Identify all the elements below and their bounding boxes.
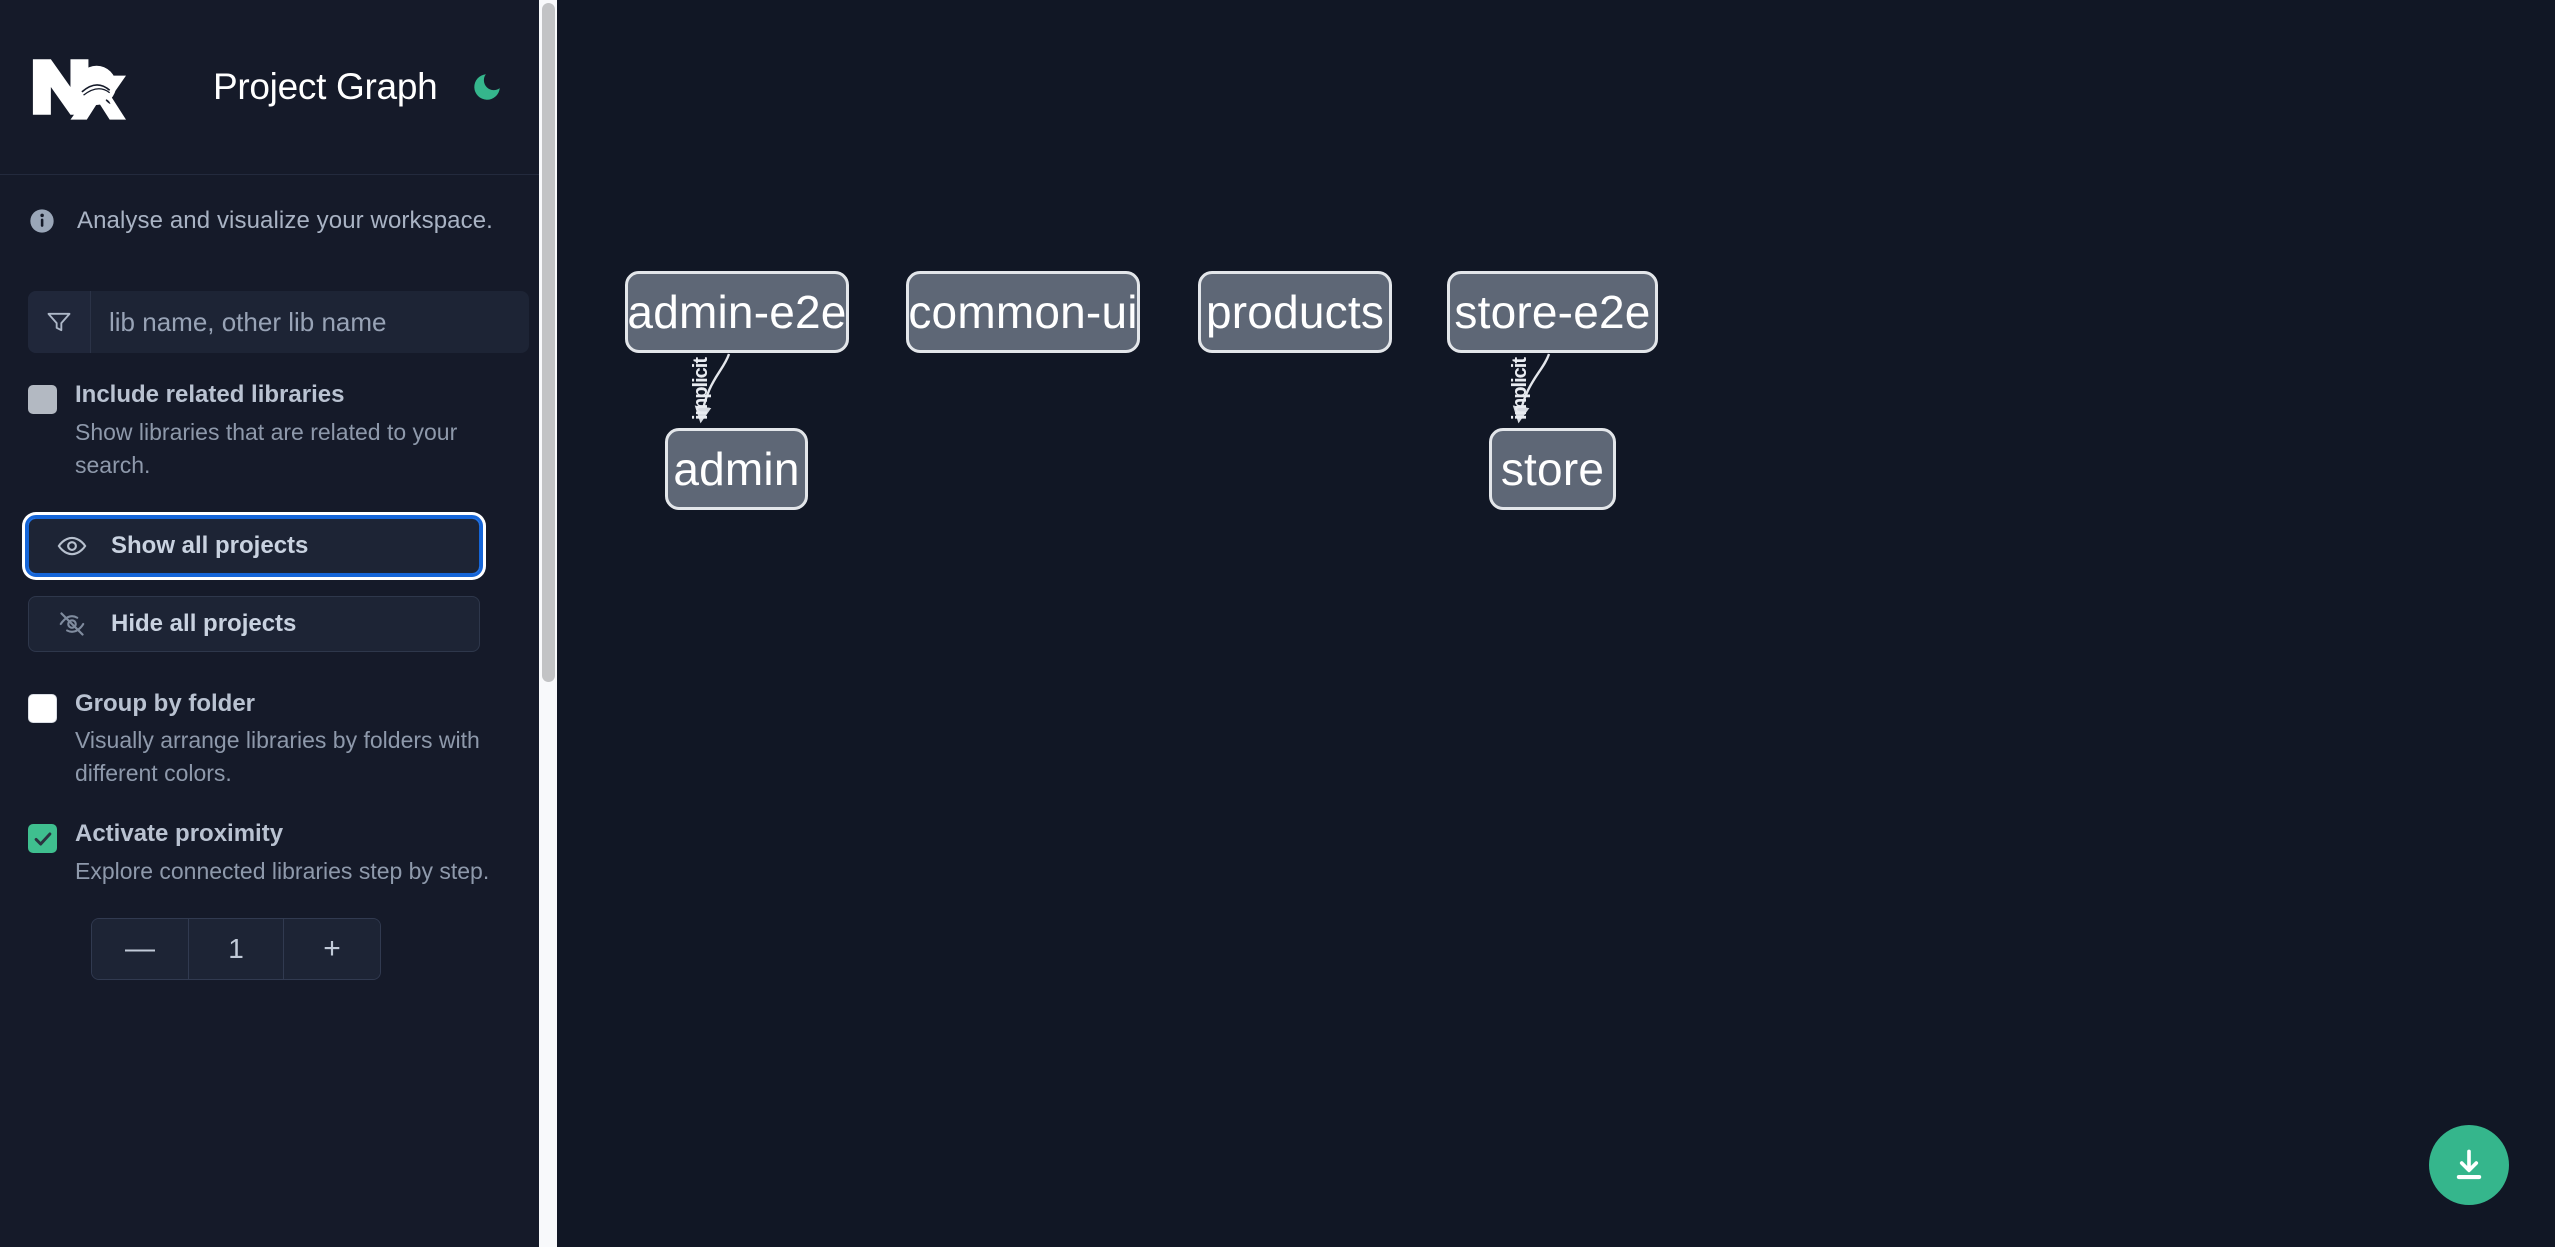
node-label: admin: [673, 443, 800, 495]
graph-node-store-e2e[interactable]: store-e2e: [1447, 271, 1658, 353]
option-description: Explore connected libraries step by step…: [75, 857, 490, 884]
page-title: Project Graph: [213, 66, 438, 107]
download-icon: [2450, 1146, 2488, 1184]
eye-icon: [57, 531, 87, 561]
graph-edges: [694, 353, 1551, 424]
checkbox-activate-proximity[interactable]: [28, 824, 57, 854]
moon-icon[interactable]: [465, 65, 509, 109]
graph-canvas[interactable]: admin-e2e common-ui products store-e2e a…: [557, 0, 2555, 1247]
option-description: Show libraries that are related to your …: [75, 418, 458, 478]
nx-logo-icon: [28, 54, 126, 120]
filter-row: [28, 291, 529, 353]
tagline: Analyse and visualize your workspace.: [28, 175, 529, 267]
node-label: common-ui: [908, 286, 1138, 338]
option-label: Activate proximity: [75, 820, 284, 848]
node-label: admin-e2e: [627, 286, 847, 338]
option-include-related-libraries[interactable]: Include related libraries Show libraries…: [28, 381, 529, 482]
sidebar-scrollbar[interactable]: [539, 0, 557, 1247]
graph-node-admin-e2e[interactable]: admin-e2e: [625, 271, 849, 353]
proximity-increment-button[interactable]: +: [284, 918, 380, 979]
graph-node-common-ui[interactable]: common-ui: [906, 271, 1140, 353]
tagline-text: Analyse and visualize your workspace.: [77, 207, 493, 234]
option-label: Include related libraries: [75, 381, 345, 408]
checkbox-group-by-folder[interactable]: [28, 693, 57, 723]
hide-all-projects-label: Hide all projects: [111, 609, 297, 637]
search-input[interactable]: [91, 291, 529, 353]
proximity-decrement-button[interactable]: —: [92, 918, 188, 979]
checkbox-include-related-libraries[interactable]: [28, 385, 57, 414]
node-label: products: [1205, 286, 1385, 338]
edge-label-admin-implicit: implicit: [690, 358, 712, 421]
option-description: Visually arrange libraries by folders wi…: [75, 727, 480, 787]
graph-node-admin[interactable]: admin: [665, 428, 808, 510]
option-group-by-folder[interactable]: Group by folder Visually arrange librari…: [28, 690, 529, 791]
option-label: Group by folder: [75, 689, 255, 717]
sidebar-scrollbar-thumb[interactable]: [542, 3, 555, 682]
node-label: store-e2e: [1454, 286, 1651, 338]
download-button[interactable]: [2429, 1125, 2509, 1205]
sidebar-body: Analyse and visualize your workspace. In…: [0, 175, 557, 980]
eye-off-icon: [57, 609, 87, 639]
project-visibility-buttons: Show all projects Hide all projects: [25, 514, 529, 652]
proximity-stepper: — 1 +: [91, 917, 381, 980]
show-all-projects-label: Show all projects: [111, 531, 309, 559]
sidebar-header: Project Graph: [0, 0, 557, 175]
filter-funnel-icon: [28, 291, 91, 353]
edge-label-store-implicit: implicit: [1509, 358, 1531, 421]
graph-node-store[interactable]: store: [1489, 428, 1616, 510]
proximity-value: 1: [188, 918, 284, 979]
hide-all-projects-button[interactable]: Hide all projects: [28, 595, 480, 652]
info-icon: [28, 207, 56, 235]
sidebar: Project Graph Analyse and visualize your…: [0, 0, 557, 1247]
option-activate-proximity[interactable]: Activate proximity Explore connected lib…: [28, 820, 529, 888]
graph-node-products[interactable]: products: [1198, 271, 1392, 353]
show-all-projects-button[interactable]: Show all projects: [25, 514, 483, 577]
node-label: store: [1500, 443, 1605, 495]
